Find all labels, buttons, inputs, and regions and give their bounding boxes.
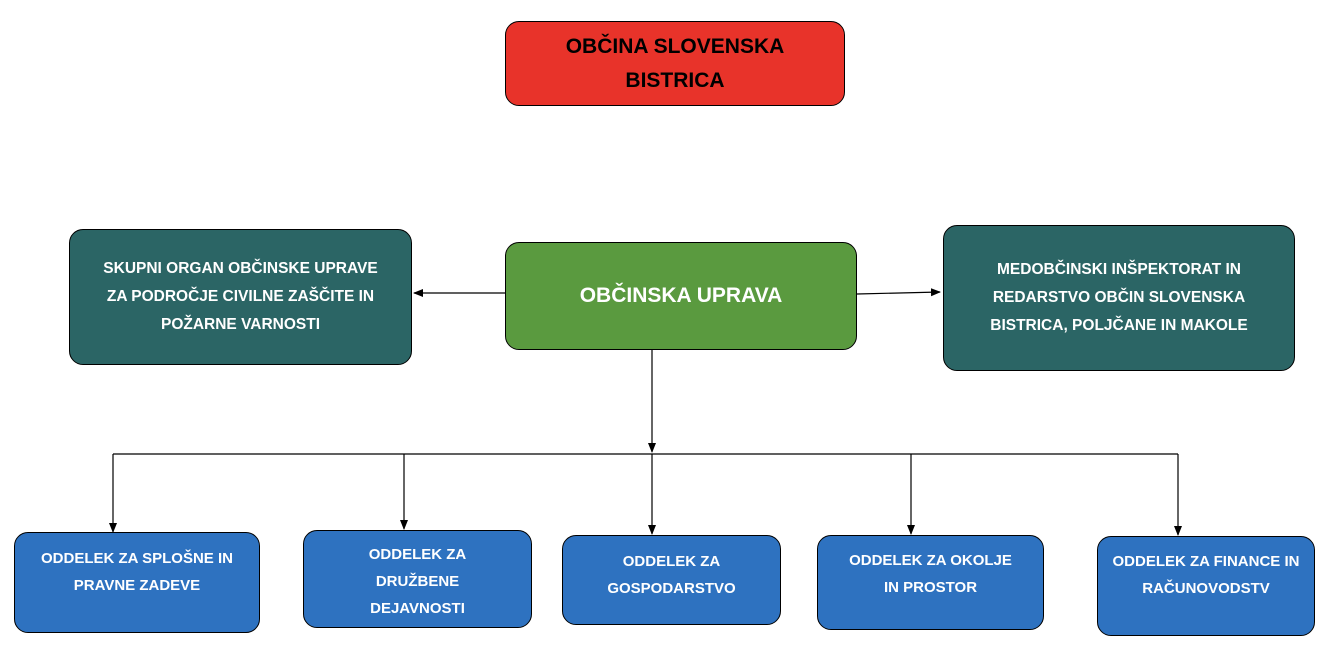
arrow-center-to-right [856,288,941,297]
department-title-2: ODDELEK ZA DRUŽBENE DEJAVNOSTI [368,546,467,617]
center-box: OBČINSKA UPRAVA [505,242,857,350]
left-box-title: SKUPNI ORGAN OBČINSKE UPRAVE ZA PODROČJE… [103,260,378,333]
department-box-1: ODDELEK ZA SPLOŠNE IN PRAVNE ZADEVE [14,532,260,633]
top-box-title: OBČINA SLOVENSKA BISTRICA [565,34,785,92]
right-box: MEDOBČINSKI INŠPEKTORAT IN REDARSTVO OBČ… [943,225,1295,371]
department-title-5: ODDELEK ZA FINANCE IN RAČUNOVODSTV [1112,553,1300,597]
department-box-3: ODDELEK ZA GOSPODARSTVO [562,535,781,625]
left-box: SKUPNI ORGAN OBČINSKE UPRAVE ZA PODROČJE… [69,229,412,365]
department-box-2: ODDELEK ZA DRUŽBENE DEJAVNOSTI [303,530,532,628]
right-box-title: MEDOBČINSKI INŠPEKTORAT IN REDARSTVO OBČ… [990,261,1248,334]
department-title-1: ODDELEK ZA SPLOŠNE IN PRAVNE ZADEVE [41,550,233,594]
department-title-3: ODDELEK ZA GOSPODARSTVO [607,553,736,597]
department-box-5: ODDELEK ZA FINANCE IN RAČUNOVODSTV [1097,536,1315,636]
department-box-4: ODDELEK ZA OKOLJE IN PROSTOR [817,535,1044,630]
center-box-title: OBČINSKA UPRAVA [579,284,783,307]
department-title-4: ODDELEK ZA OKOLJE IN PROSTOR [849,552,1012,596]
top-box: OBČINA SLOVENSKA BISTRICA [505,21,845,106]
